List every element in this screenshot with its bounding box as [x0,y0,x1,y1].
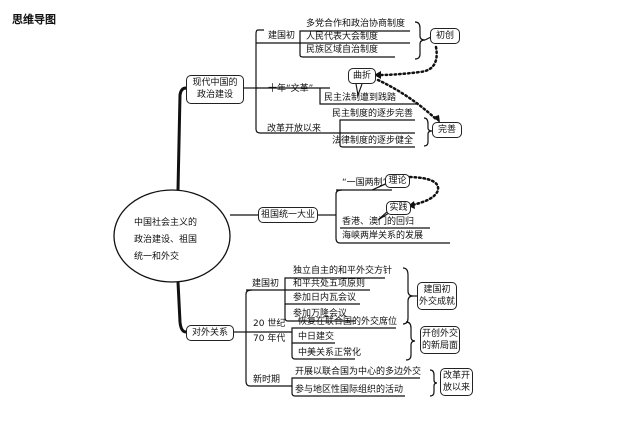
list-item: 恢复在联合国的外交席位 [298,317,398,327]
node-line: 建国初 [423,285,451,295]
page-title: 思维导图 [12,13,56,26]
dotted-arrow-theory-practice [408,175,440,207]
list-item: 法律制度的逐步健全 [332,136,414,146]
list-item: 多党合作和政治协商制度 [306,19,406,29]
dotted-arrow-to-improve [376,78,439,122]
stage-label: 建国初 [252,279,280,289]
list-item: 和平共处五项原则 [293,279,366,289]
branch-unification-node[interactable]: 祖国统一大业 [258,207,318,223]
stage-label: 建国初 [268,31,296,41]
callout-practice[interactable]: 实践 [386,201,411,215]
branch-political-node[interactable]: 现代中国的 政治建设 [186,75,244,104]
stage-label: 新时期 [253,375,281,385]
stage-label: 改革开放以来 [267,124,322,134]
list-item: 香港、澳门的回归 [342,217,415,227]
summary-improve[interactable]: 完善 [432,122,462,138]
node-line: 政治建设 [196,90,233,100]
list-item: 人民代表大会制度 [306,32,379,42]
dotted-arrow-to-twists [376,45,438,77]
summary-new-situation[interactable]: 开创外交 的新局面 [420,326,460,354]
list-item: 海峡两岸关系的发展 [342,231,424,241]
list-item: 独立自主的和平外交方针 [293,266,393,276]
list-item: 参加日内瓦会议 [293,293,357,303]
node-line: 的新局面 [422,341,459,351]
stage-label: 70 年代 [253,334,286,344]
callout-twists[interactable]: 曲折 [348,68,376,84]
stage-label: 20 世纪 [253,319,286,329]
summary-founding[interactable]: 初创 [430,28,460,44]
list-item: 中美关系正常化 [298,348,362,358]
center-node[interactable]: 中国社会主义的 政治建设、祖国 统一和外交 [134,215,197,266]
list-item: 参与地区性国际组织的活动 [295,385,404,395]
node-line: 开创外交 [422,329,459,339]
list-item: 民主制度的逐步完善 [332,109,414,119]
center-line: 政治建设、祖国 [134,235,198,245]
branch-foreign-node[interactable]: 对外关系 [186,325,234,341]
center-node-shape [113,189,231,283]
list-item: 中日建交 [298,332,335,342]
summary-founding-diplomacy[interactable]: 建国初 外交成就 [417,282,457,310]
node-line: 外交成就 [419,297,456,307]
list-item: 民主法制遭到践踏 [324,93,397,103]
trunk-up [176,86,187,191]
node-line: 放以来 [442,383,470,393]
list-item: 开展以联合国为中心的多边外交 [295,367,422,377]
summary-reform-era[interactable]: 改革开 放以来 [440,368,473,396]
center-line: 统一和外交 [134,252,180,262]
policy-label: “一国两制” [342,178,388,188]
node-line: 改革开 [442,371,470,381]
callout-theory[interactable]: 理论 [385,174,410,188]
list-item: 参加万隆会议 [293,309,348,319]
center-line: 中国社会主义的 [134,218,198,228]
list-item: 民族区域自治制度 [306,45,379,55]
node-line: 现代中国的 [192,78,238,88]
trunk-down [176,281,187,334]
stage-label: 十年“文革” [268,84,314,94]
